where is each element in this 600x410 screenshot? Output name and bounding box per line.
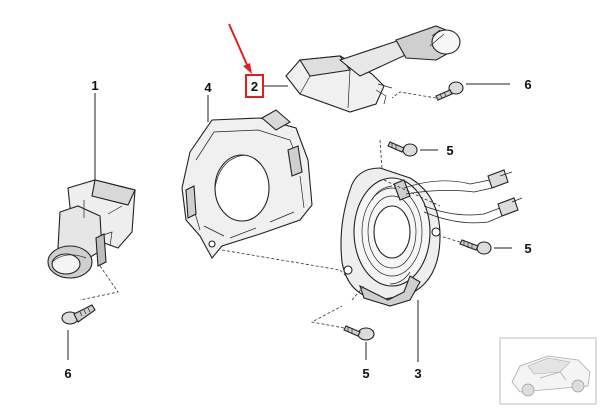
part-2-stalk-switch[interactable] (285, 25, 461, 113)
red-pointer-arrow-icon (228, 23, 252, 74)
callout-6-bottom: 6 (64, 366, 71, 381)
callout-5-bottom: 5 (362, 366, 369, 381)
part-4-column-frame[interactable] (181, 109, 313, 259)
callout-2: 2 (251, 79, 258, 94)
screw-6-top[interactable] (435, 81, 464, 101)
callout-3: 3 (414, 366, 421, 381)
callout-1: 1 (91, 78, 98, 93)
screw-5-upper[interactable] (387, 141, 418, 157)
screw-5-bottom[interactable] (343, 325, 375, 341)
callout-4: 4 (204, 80, 212, 95)
callout-5-right: 5 (524, 241, 531, 256)
part-1-ignition-switch[interactable] (47, 179, 136, 279)
screw-5-right[interactable] (459, 239, 492, 255)
screw-6-bottom[interactable] (61, 304, 96, 325)
callout-5-upper: 5 (446, 143, 453, 158)
car-thumbnail-icon (499, 337, 597, 405)
part-3-clock-spring[interactable] (340, 167, 523, 307)
callout-6-top: 6 (524, 77, 531, 92)
highlight-box-part-2 (245, 74, 264, 98)
